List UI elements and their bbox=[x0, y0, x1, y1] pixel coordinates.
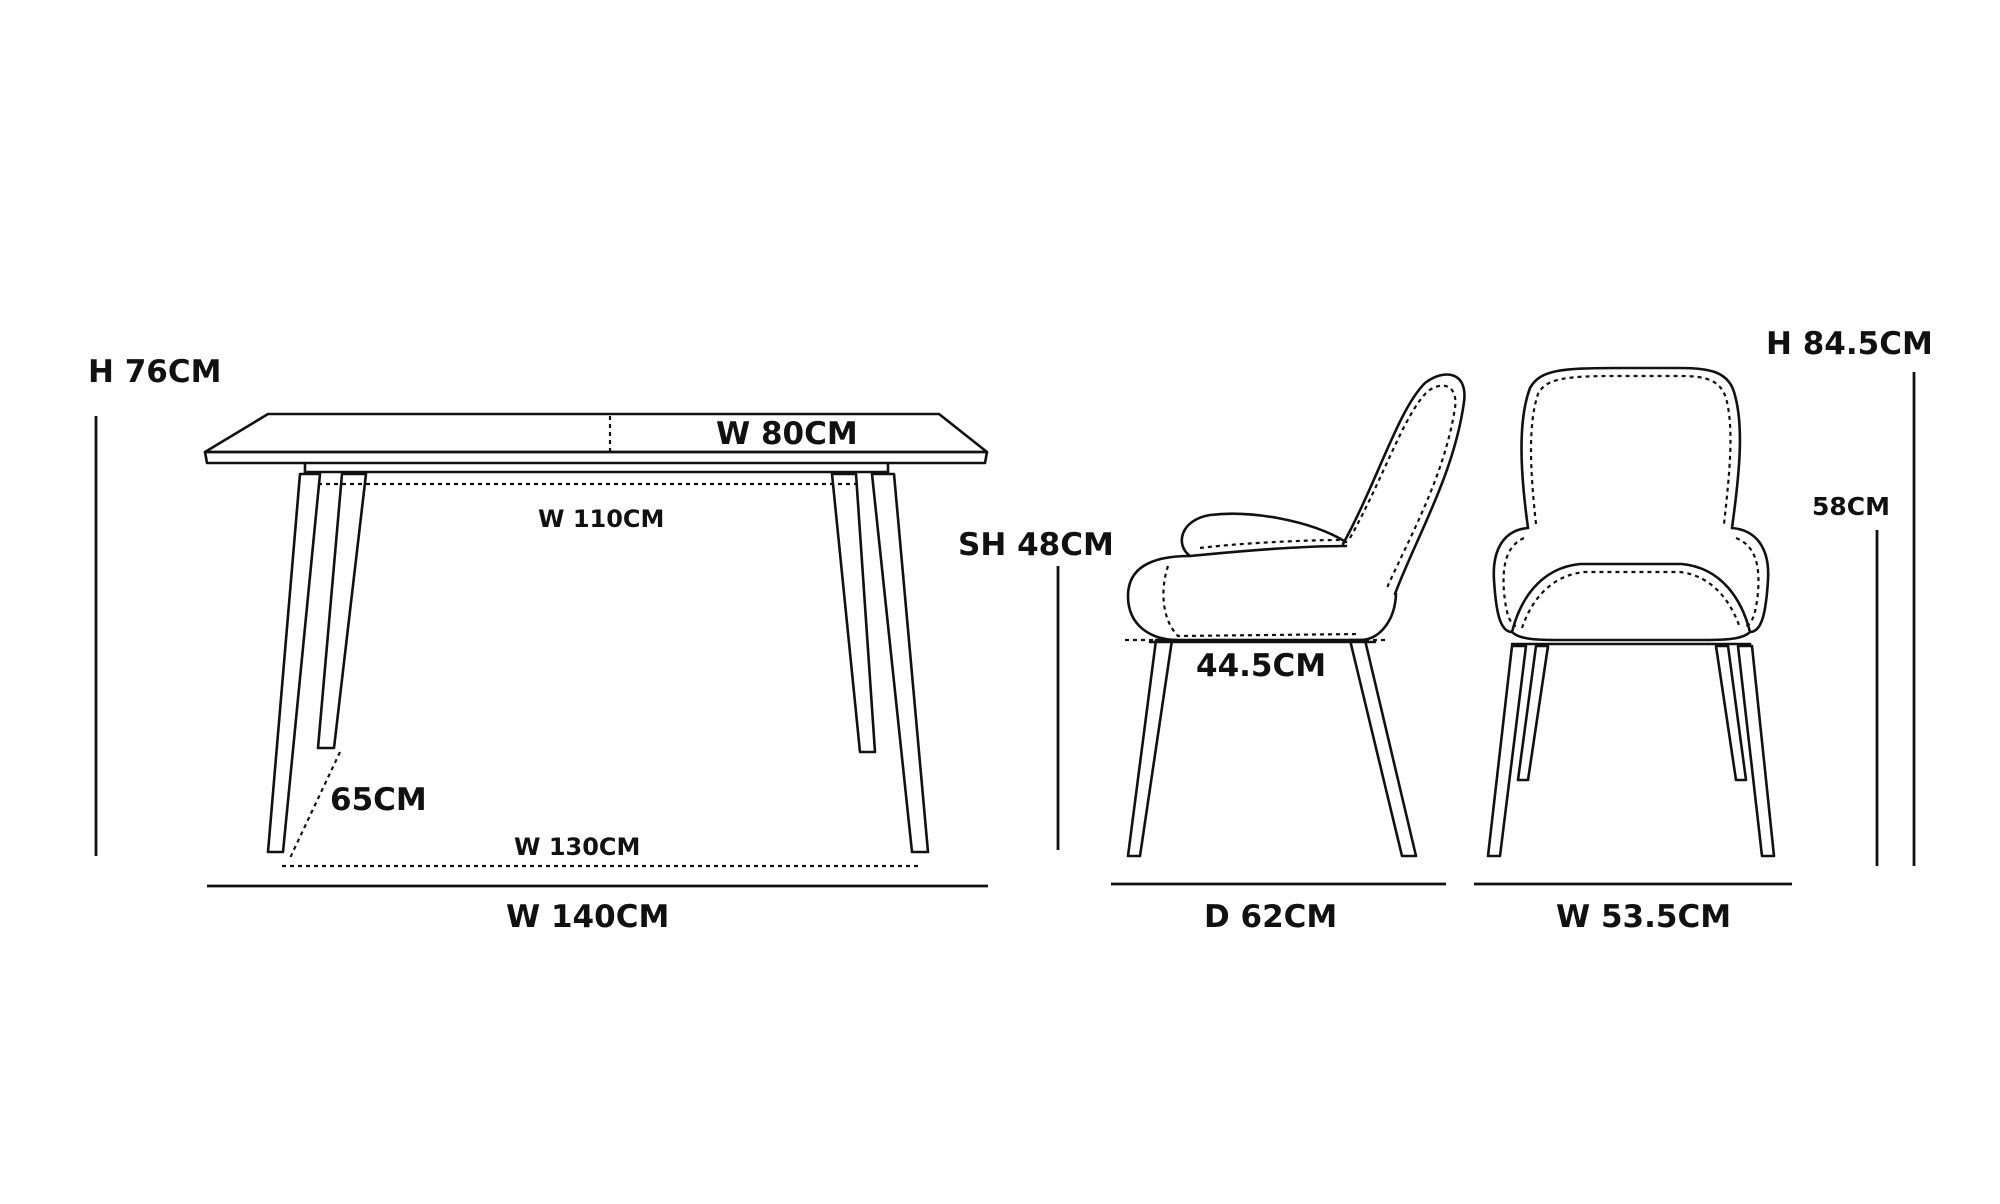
chair-height-label: H 84.5CM bbox=[1766, 326, 1933, 362]
table-leg-front-left bbox=[266, 472, 322, 854]
chair-side-seat bbox=[1126, 554, 1398, 642]
chair-front-leg-back-left bbox=[1516, 644, 1550, 782]
chair-seat-height-label: SH 48CM bbox=[958, 527, 1114, 563]
table-depth-label: W 80CM bbox=[716, 416, 858, 452]
table-width-label: W 140CM bbox=[506, 899, 669, 935]
chair-front-seat-bottom bbox=[1510, 630, 1752, 642]
table-leg-front-right bbox=[870, 472, 930, 854]
chair-side-leg-front bbox=[1126, 638, 1174, 858]
chair-front-backrest bbox=[1520, 366, 1742, 530]
table-leg-back-right bbox=[830, 472, 877, 754]
chair-seat-depth-label: 44.5CM bbox=[1196, 648, 1326, 684]
chair-depth-label: D 62CM bbox=[1204, 899, 1337, 935]
chair-front-leg-back-right bbox=[1714, 644, 1748, 782]
chair-front-arm-left-stitch bbox=[1502, 536, 1525, 628]
table-apron-width-label: W 110CM bbox=[538, 505, 664, 533]
table-top bbox=[203, 412, 989, 454]
chair-side-seat-stitch bbox=[1162, 565, 1361, 638]
chair-side-backrest bbox=[1341, 373, 1466, 596]
chair-width-label: W 53.5CM bbox=[1556, 899, 1731, 935]
chair-front-arm-right bbox=[1730, 526, 1770, 634]
chair-front-seat-top bbox=[1510, 562, 1752, 634]
chair-front-arm-right-stitch bbox=[1735, 536, 1760, 628]
chair-front-seat-stitch bbox=[1520, 570, 1742, 629]
table-drawing bbox=[203, 412, 989, 868]
chair-side-drawing bbox=[1125, 373, 1466, 858]
chair-side-armrest bbox=[1180, 512, 1348, 558]
table-leg-back-left bbox=[316, 472, 368, 750]
table-top-edge bbox=[203, 450, 989, 465]
chair-arm-height-label: 58CM bbox=[1812, 492, 1890, 521]
table-leg-spread-guide bbox=[289, 751, 341, 859]
table-leg-spread-label: 65CM bbox=[330, 782, 427, 818]
chair-front-backrest-stitch bbox=[1529, 374, 1732, 525]
chair-front-leg-front-right bbox=[1736, 644, 1776, 858]
table-foot-width-label: W 130CM bbox=[514, 833, 640, 861]
chair-side-leg-back bbox=[1348, 638, 1418, 858]
chair-side-armrest-stitch bbox=[1199, 538, 1341, 550]
chair-front-arm-left bbox=[1492, 526, 1530, 634]
chair-front-leg-front-left bbox=[1486, 644, 1528, 858]
chair-front-drawing bbox=[1486, 366, 1776, 858]
table-height-label: H 76CM bbox=[88, 354, 221, 390]
